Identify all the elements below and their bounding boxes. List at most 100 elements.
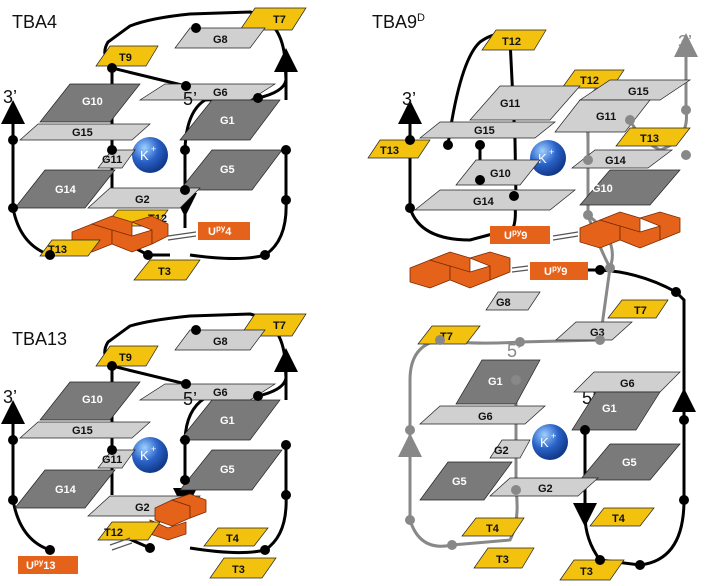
label-g10-b-tba9d: G10: [592, 183, 613, 195]
label-t7-right-tba9d: T7: [634, 305, 647, 317]
label-t3-tba13: T3: [232, 564, 245, 576]
label-t3-left-tba9d: T3: [496, 554, 509, 566]
pyrene-tba13: [149, 493, 207, 541]
base-g10-tba13: [39, 381, 141, 421]
label-ion-charge-tba13: +: [151, 444, 156, 454]
base-t13-tba4: [39, 239, 101, 257]
base-g15-tba13: [19, 421, 151, 439]
base-g8-tba4: [174, 27, 266, 49]
label-g11-tba13: G11: [102, 454, 122, 466]
base-g5-tba13: [179, 449, 283, 491]
label-g1-tba4: G1: [220, 115, 235, 127]
base-t3-right-tba9d: [559, 559, 625, 581]
label-g14-a-tba9d: G14: [605, 155, 627, 167]
stacking-link-a-tba9d: [552, 231, 579, 241]
backbone-nodes-black-tba9d: [405, 135, 689, 570]
label-g11-b-tba9d: G11: [596, 111, 616, 123]
base-g15-a-tba9d: [578, 79, 692, 101]
panel-tba4: TBA4 T7 G8 T9 G10 G6 5’ 3’ G15 G1 K + G1…: [1, 7, 307, 281]
base-g5-tba4: [179, 149, 283, 191]
base-g14-b-tba9d: [414, 189, 576, 211]
label-g10-a-tba9d: G10: [490, 168, 511, 180]
label-t4-tba13: T4: [226, 533, 240, 545]
label-g14-tba13: G14: [55, 484, 77, 496]
upy9-text-b-tba9d: Upy9: [544, 264, 567, 278]
label-t4-left-tba9d: T4: [486, 523, 500, 535]
label-t3-tba4: T3: [158, 266, 171, 278]
base-t7-right-tba9d: [607, 299, 669, 319]
label-g2-b-tba9d: G2: [538, 483, 553, 495]
base-g2-a-tba9d: [489, 439, 531, 459]
label-ion-charge-tba4: +: [151, 144, 156, 154]
base-g8-tba13: [174, 329, 266, 351]
upy9-text-a-tba9d: Upy9: [504, 228, 527, 242]
label-t12-right-tba9d: T12: [580, 75, 599, 87]
label-t3-right-tba9d: T3: [580, 566, 593, 578]
label-3prime-tba13: 3’: [3, 387, 17, 407]
label-t7-tba13: T7: [273, 320, 286, 332]
base-t13-left-tba9d: [367, 139, 431, 159]
label-g15-tba4: G15: [72, 127, 93, 139]
base-t4-tba13: [203, 527, 269, 547]
base-g5-a-tba9d: [419, 461, 513, 501]
base-g8-tba9d: [485, 291, 541, 311]
pyrene-b-tba9d: [409, 251, 511, 289]
label-g14-b-tba9d: G14: [473, 196, 495, 208]
base-g3-tba9d: [555, 321, 633, 341]
upy4-text-tba4: Upy4: [208, 224, 232, 238]
label-g15-tba13: G15: [72, 425, 93, 437]
base-g14-tba13: [14, 469, 116, 509]
backbone-nodes-grey-tba9d: [405, 105, 691, 550]
base-t4-right-tba9d: [589, 507, 655, 527]
potassium-ion-bottom-tba9d: [532, 424, 568, 460]
label-g10-tba4: G10: [82, 96, 103, 108]
label-g15-a-tba9d: G15: [628, 86, 649, 98]
base-g11-b-tba9d: [554, 99, 651, 133]
base-t9-tba13: [95, 345, 159, 367]
label-3prime-left-tba9d: 3’: [402, 89, 416, 109]
label-ion-charge-bottom-tba9d: +: [551, 431, 556, 441]
label-g8-tba13: G8: [213, 336, 228, 348]
base-t7-tba4: [239, 7, 307, 31]
upy9-tag-a-tba9d: [490, 226, 550, 244]
label-ion-top-tba9d: K: [538, 151, 547, 166]
base-t3-tba4: [133, 259, 201, 281]
upy9-tag-b-tba9d: [530, 262, 588, 280]
base-g11-tba4: [97, 149, 136, 169]
label-g5-a-tba9d: G5: [452, 476, 467, 488]
label-g2-a-tba9d: G2: [494, 445, 509, 457]
label-ion-tba13: K: [140, 448, 149, 463]
base-g10-b-tba9d: [579, 169, 681, 206]
base-g15-tba4: [19, 123, 151, 141]
potassium-ion-tba13: [132, 437, 168, 473]
panel-tba9d: TBA9D 3’ 3’ 5’ 5’ T12 T12 G11 G15 G11 G1…: [367, 12, 698, 581]
label-g11-a-tba9d: G11: [500, 98, 520, 110]
label-ion-bottom-tba9d: K: [540, 435, 549, 450]
label-t9-tba13: T9: [119, 352, 132, 364]
label-3prime-tba4: 3’: [3, 87, 17, 107]
label-g11-tba4: G11: [102, 154, 122, 166]
label-g8-tba4: G8: [213, 34, 228, 46]
potassium-ion-top-tba9d: [530, 140, 566, 176]
base-t3-tba13: [209, 557, 277, 579]
base-g11-a-tba9d: [469, 85, 581, 121]
label-t13-right-tba9d: T13: [640, 133, 659, 145]
base-g1-a-tba9d: [455, 359, 541, 405]
label-g6-a-tba9d: G6: [478, 411, 493, 423]
label-g5-tba13: G5: [220, 464, 235, 476]
base-t7-left-tba9d: [417, 325, 481, 345]
potassium-ion-tba4: [132, 137, 168, 173]
label-ion-tba4: K: [140, 148, 149, 163]
base-g11-tba13: [97, 449, 136, 469]
base-g6-a-tba9d: [419, 405, 546, 425]
backbone-nodes-tba4: [8, 23, 291, 260]
stacking-link-b-tba9d: [511, 265, 529, 273]
label-g1-tba13: G1: [220, 415, 235, 427]
label-g6-b-tba9d: G6: [620, 378, 635, 390]
label-t13-left-tba9d: T13: [380, 145, 399, 157]
label-g2-tba13: G2: [135, 502, 150, 514]
label-g6-tba13: G6: [213, 387, 228, 399]
base-g5-b-tba9d: [579, 443, 681, 481]
label-3prime-top-tba9d: 3’: [678, 32, 692, 52]
